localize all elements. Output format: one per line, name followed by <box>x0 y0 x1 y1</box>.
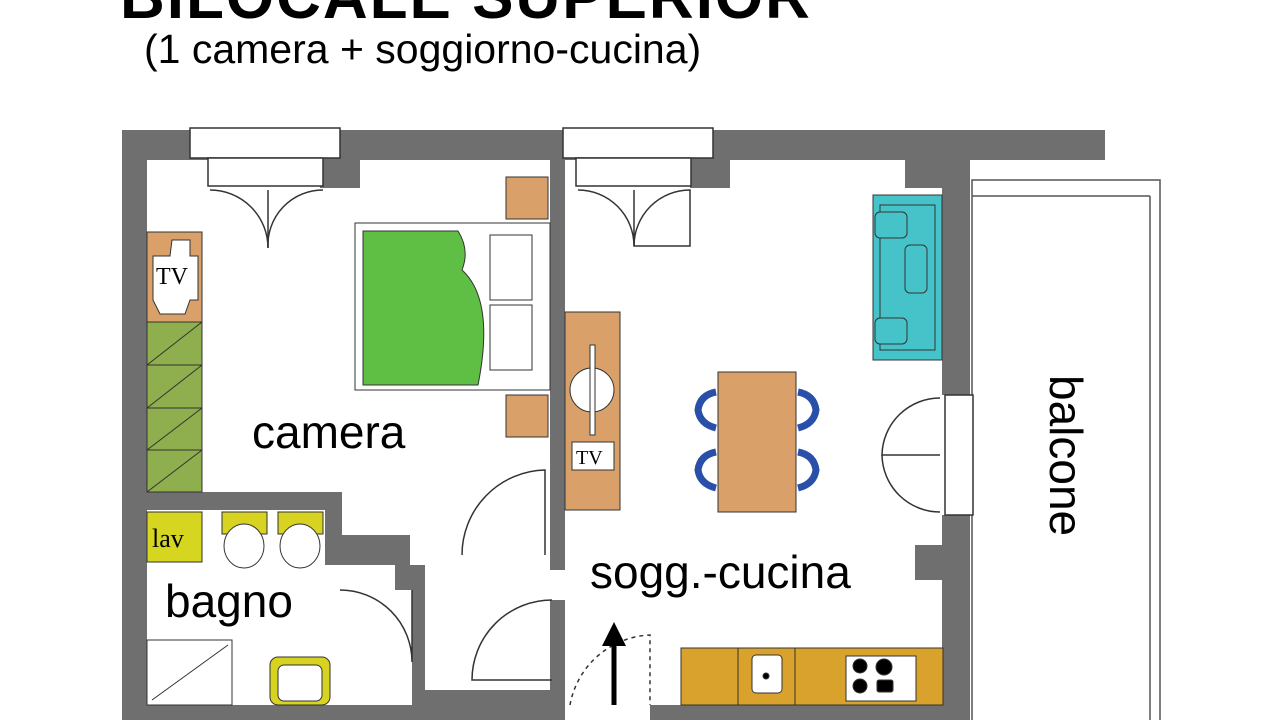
window-soggiorno <box>562 127 714 247</box>
wardrobe <box>146 321 203 493</box>
sink <box>269 656 331 706</box>
tv-cabinet-camera: TV <box>146 231 203 323</box>
room-label-balcone: balcone <box>1040 375 1092 536</box>
room-label-bagno: bagno <box>165 575 293 627</box>
window-camera <box>189 127 341 249</box>
washing-machine: lav <box>146 511 203 563</box>
plan-subtitle: (1 camera + soggiorno-cucina) <box>144 26 702 72</box>
tv-label: TV <box>156 264 189 290</box>
plan-title: BILOCALE SUPERIOR <box>120 0 812 33</box>
dining-chairs <box>694 388 820 492</box>
nightstand <box>505 176 549 220</box>
bidet <box>277 511 324 569</box>
lav-label: lav <box>152 524 184 553</box>
toilet <box>221 511 268 569</box>
window-balcony <box>881 394 974 516</box>
sofa <box>872 194 943 361</box>
room-label-soggiorno: sogg.-cucina <box>590 546 851 598</box>
entrance-arrow-icon <box>602 622 626 705</box>
tv-unit-soggiorno: TV <box>564 311 621 511</box>
nightstand <box>505 394 549 438</box>
tv-label: TV <box>576 447 603 469</box>
dining-table <box>717 371 797 513</box>
kitchen-counter <box>680 647 944 706</box>
doors <box>339 469 651 706</box>
shower <box>146 639 233 706</box>
bed <box>354 222 551 391</box>
room-label-camera: camera <box>252 406 406 458</box>
